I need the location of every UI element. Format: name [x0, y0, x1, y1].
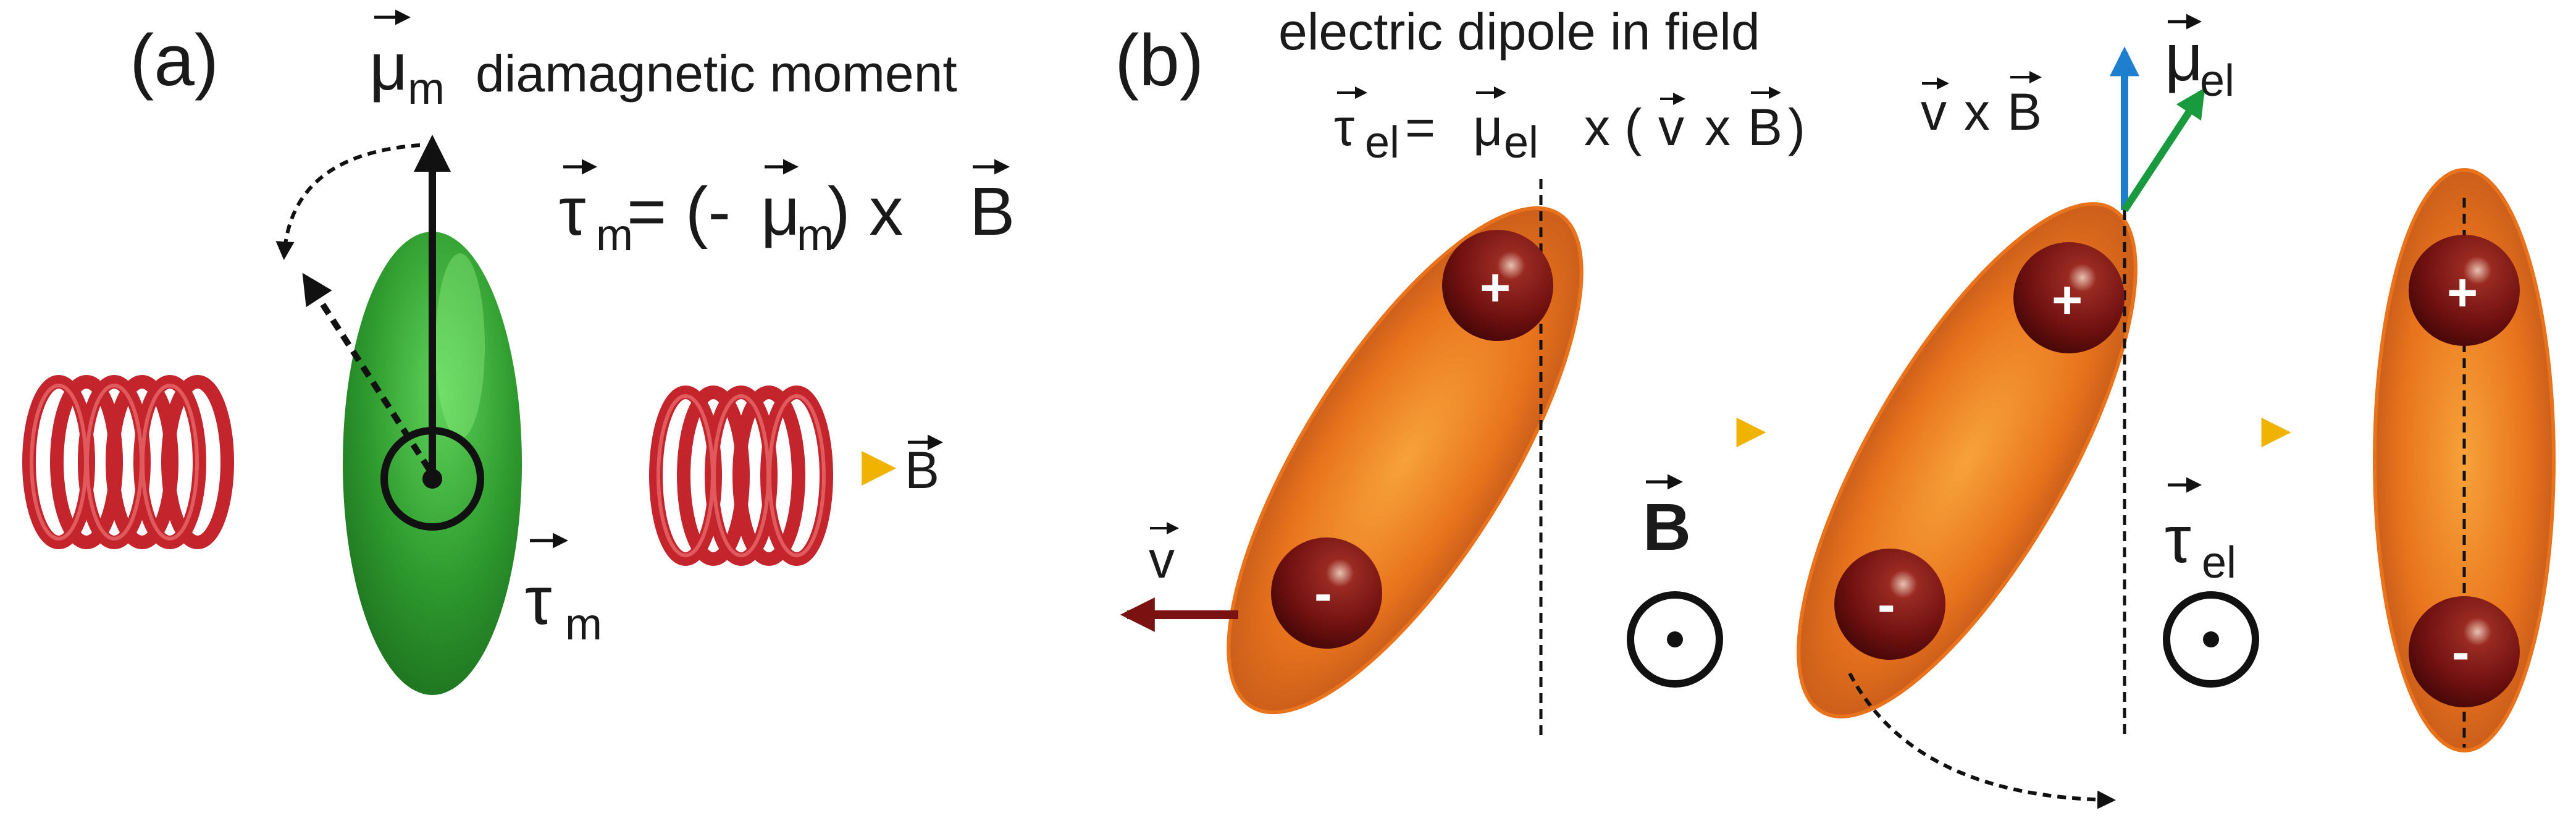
moment-text: diamagnetic moment [476, 44, 957, 103]
tau-m-lhs-sub: m [596, 211, 633, 260]
panel-b-label: (b) [1115, 20, 1204, 101]
mu-el-arrow [2121, 87, 2205, 213]
vxb-x: x [1964, 83, 1990, 141]
dipole-1-minus-sign: - [1314, 564, 1332, 623]
right-coil [565, 385, 897, 566]
eq-x: x [1705, 98, 1731, 156]
tau-el-label-sub: el [2202, 538, 2236, 588]
eq-mu: μ [1473, 98, 1503, 156]
dipole-3-plus-charge [2409, 235, 2520, 346]
dipole-3-minus-sign: - [2452, 623, 2470, 682]
eq-tau-sub: el [1365, 118, 1399, 167]
mu-el-label-sub: el [2200, 56, 2234, 106]
tau-m-eq: = (- [627, 174, 731, 250]
eq-equals: = [1405, 98, 1435, 156]
eq-B: B [1748, 98, 1782, 156]
dipole-3-plus-sign: + [2447, 263, 2478, 322]
tau-m-label: τ [525, 563, 552, 639]
mu-m-symbol: μ [369, 29, 408, 104]
mu-m-sub: m [408, 64, 445, 114]
eq-v: v [1658, 98, 1684, 156]
mu-el-label: μ [2165, 20, 2203, 95]
tau-m-label-sub: m [565, 600, 602, 649]
dipole-2-minus-charge [1834, 549, 1945, 660]
dipole-1: + - [1227, 179, 1584, 738]
dipole-1-minus-charge [1271, 537, 1382, 649]
tau-el-label: τ [2165, 502, 2191, 576]
tau-m-lhs: τ [559, 174, 585, 250]
dipole-2-plus-sign: + [2052, 271, 2083, 330]
tau-el-out-of-page-symbol [2163, 591, 2259, 688]
torque-circle-a [380, 427, 484, 531]
rotation-path-arrow [275, 143, 421, 260]
eq-mu-sub: el [1504, 118, 1538, 167]
dipole-2: + - [1797, 202, 2138, 738]
vxb-B: B [2007, 83, 2042, 141]
rotation-path-arrow-b [1848, 672, 2116, 809]
panel-b-title: electric dipole in field [1278, 2, 1760, 61]
eq-rest: x ( [1584, 98, 1642, 156]
tau-m-eq-B: B [970, 174, 1015, 250]
dipole-1-plus-sign: + [1480, 258, 1511, 318]
eq-tau: τ [1334, 98, 1354, 156]
b-out-of-page-symbol [1627, 591, 1723, 688]
tau-m-eq-end: ) x [828, 174, 903, 250]
dipole-2-minus-sign: - [1877, 575, 1895, 634]
b-field-label-b: B [1643, 489, 1691, 564]
velocity-label: v [1149, 531, 1175, 589]
dipole-3-minus-charge [2409, 596, 2520, 707]
dipole-3: + - [2373, 168, 2556, 752]
eq-close: ) [1788, 98, 1805, 156]
tau-m-eq-mu-sub: m [797, 211, 834, 260]
panel-a-label: (a) [130, 20, 219, 101]
left-coil [19, 375, 290, 549]
b-field-label-a: B [905, 441, 939, 499]
dipole-2-plus-charge [2013, 242, 2125, 353]
vxb-v: v [1921, 83, 1947, 141]
dipole-1-plus-charge [1442, 230, 1553, 341]
tau-m-eq-mu: μ [761, 174, 800, 250]
